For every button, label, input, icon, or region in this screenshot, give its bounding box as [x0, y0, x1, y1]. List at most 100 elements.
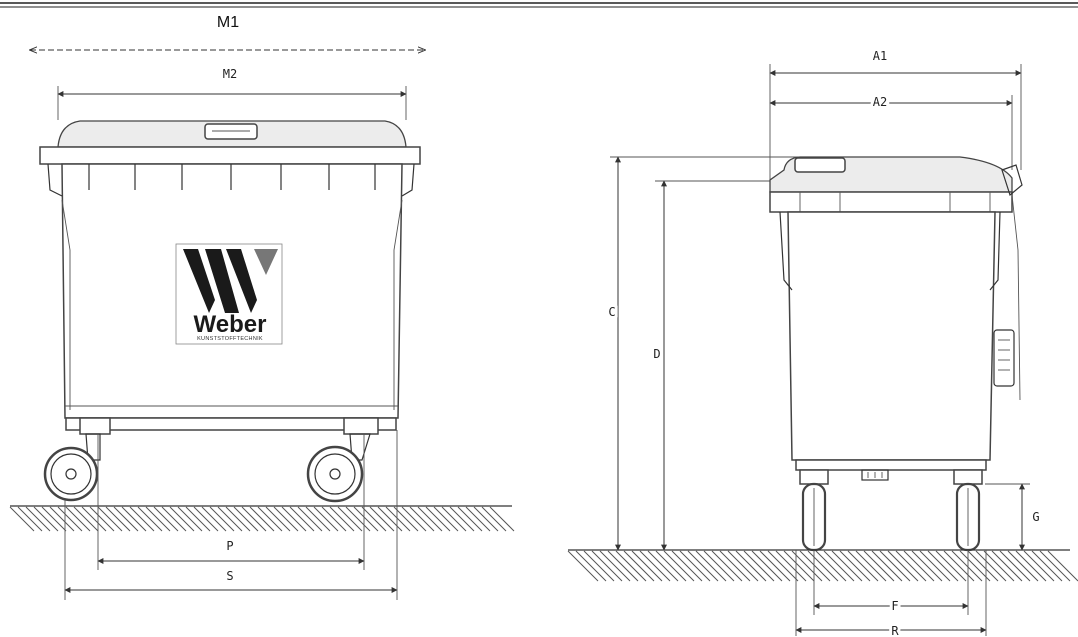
- hatch-line: [137, 506, 163, 532]
- container-lid: [39, 120, 421, 165]
- hatch-line: [1039, 550, 1071, 582]
- hatch-line: [783, 550, 815, 582]
- hatch-line: [983, 550, 1015, 582]
- label-c: C: [608, 305, 615, 319]
- hatch-line: [201, 506, 227, 532]
- hatch-line: [217, 506, 243, 532]
- front-right-wheel: [306, 445, 364, 503]
- hatch-line: [409, 506, 435, 532]
- logo-brand: Weber: [194, 311, 267, 338]
- hatch-line: [89, 506, 115, 532]
- hatch-line: [281, 506, 307, 532]
- hatch-line: [1007, 550, 1039, 582]
- dimension-s: S: [64, 430, 398, 600]
- hatch-line: [257, 506, 283, 532]
- hatch-line: [97, 506, 123, 532]
- dimension-f: F: [813, 550, 969, 616]
- hatch-line: [735, 550, 767, 582]
- hatch-line: [457, 506, 483, 532]
- hatch-line: [775, 550, 807, 582]
- hatch-line: [759, 550, 791, 582]
- hatch-line: [647, 550, 679, 582]
- hatch-line: [591, 550, 623, 582]
- hatch-line: [25, 506, 51, 532]
- hatch-line: [441, 506, 467, 532]
- hatch-line: [991, 550, 1023, 582]
- hatch-line: [855, 550, 887, 582]
- hatch-line: [631, 550, 663, 582]
- hatch-line: [265, 506, 291, 532]
- side-view: A1 A2 C D: [567, 49, 1078, 637]
- hatch-line: [433, 506, 459, 532]
- hatch-line: [465, 506, 491, 532]
- hatch-line: [33, 506, 59, 532]
- dimension-a1: A1: [769, 49, 1022, 180]
- hatch-line: [1031, 550, 1063, 582]
- hatch-line: [377, 506, 403, 532]
- hatch-line: [839, 550, 871, 582]
- hatch-line: [583, 550, 615, 582]
- weber-logo: Weber KUNSTSTOFFTECHNIK: [175, 243, 283, 345]
- hatch-line: [919, 550, 951, 582]
- label-f: F: [891, 599, 898, 613]
- hatch-line: [17, 506, 43, 532]
- hatch-line: [599, 550, 631, 582]
- hatch-line: [241, 506, 267, 532]
- hatch-line: [313, 506, 339, 532]
- hatch-line: [361, 506, 387, 532]
- label-m2: M2: [223, 67, 237, 81]
- hatch-line: [337, 506, 363, 532]
- hatch-line: [935, 550, 967, 582]
- hatch-line: [679, 550, 711, 582]
- hatch-line: [623, 550, 655, 582]
- hatch-line: [249, 506, 275, 532]
- hatch-line: [225, 506, 251, 532]
- hatch-line: [663, 550, 695, 582]
- hatch-line: [607, 550, 639, 582]
- hatch-line: [847, 550, 879, 582]
- hatch-line: [799, 550, 831, 582]
- hatch-line: [863, 550, 895, 582]
- hatch-line: [9, 506, 35, 532]
- hatch-line: [703, 550, 735, 582]
- hatch-line: [161, 506, 187, 532]
- hatch-line: [425, 506, 451, 532]
- dimension-m1: M1: [30, 14, 425, 50]
- hatch-line: [81, 506, 107, 532]
- hatch-line: [417, 506, 443, 532]
- hatch-line: [489, 506, 515, 532]
- hatch-line: [193, 506, 219, 532]
- side-container: [769, 156, 1023, 481]
- dimension-g: G: [985, 483, 1040, 551]
- label-d: D: [653, 347, 660, 361]
- dimension-a2: A2: [769, 92, 1013, 170]
- side-right-wheel: [953, 469, 983, 552]
- label-r: R: [891, 624, 899, 637]
- hatch-line: [927, 550, 959, 582]
- hatch-line: [751, 550, 783, 582]
- hatch-line: [567, 550, 599, 582]
- hatch-line: [791, 550, 823, 582]
- hatch-line: [999, 550, 1031, 582]
- hatch-line: [719, 550, 751, 582]
- hatch-line: [743, 550, 775, 582]
- dimension-m2: M2: [57, 67, 407, 120]
- hatch-line: [169, 506, 195, 532]
- ground-front: [9, 505, 515, 532]
- hatch-line: [209, 506, 235, 532]
- hatch-line: [767, 550, 799, 582]
- hatch-line: [871, 550, 903, 582]
- front-view: M1 M2: [9, 14, 515, 600]
- dimension-r: R: [795, 550, 987, 637]
- hatch-line: [1023, 550, 1055, 582]
- hatch-line: [831, 550, 863, 582]
- hatch-line: [393, 506, 419, 532]
- hatch-line: [105, 506, 131, 532]
- hatch-line: [575, 550, 607, 582]
- hatch-line: [1047, 550, 1078, 582]
- hatch-line: [129, 506, 155, 532]
- hatch-line: [975, 550, 1007, 582]
- hatch-line: [233, 506, 259, 532]
- hatch-line: [49, 506, 75, 532]
